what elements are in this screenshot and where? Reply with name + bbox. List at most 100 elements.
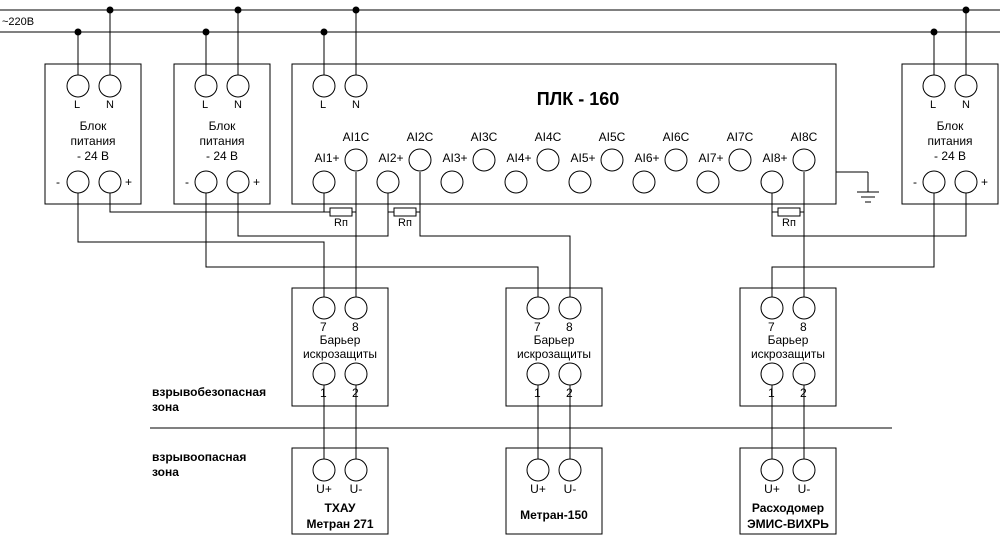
barrier-terminal-1[interactable] — [312, 362, 336, 386]
psu-label-minus: - — [56, 175, 60, 189]
plc-terminal-ai5c[interactable] — [600, 148, 624, 172]
power-supply-1: L N Блок питания - 24 В - + — [44, 63, 142, 205]
psu-title-line2: питания — [70, 134, 115, 148]
power-supply-3: L N Блок питания - 24 В - + — [901, 63, 999, 205]
barrier-title-line2: искрозащиты — [751, 347, 825, 361]
barrier-terminal-2[interactable] — [344, 362, 368, 386]
psu-title-line1: Блок — [80, 119, 108, 133]
plc-terminal-ai7c[interactable] — [728, 148, 752, 172]
plc-label-ai5c: AI5C — [599, 130, 626, 144]
psu-label-minus: - — [913, 175, 917, 189]
plc-terminal-ai1plus[interactable] — [312, 170, 336, 194]
plc-terminal-ai3plus[interactable] — [440, 170, 464, 194]
barrier-title-line1: Барьер — [534, 333, 575, 347]
barrier-terminal-7[interactable] — [312, 296, 336, 320]
barrier-terminal-2[interactable] — [792, 362, 816, 386]
plc-terminal-ai2plus[interactable] — [376, 170, 400, 194]
safe-zone-label-line1: взрывобезопасная — [152, 385, 266, 399]
barrier-terminal-1[interactable] — [526, 362, 550, 386]
device-name-line2: ЭМИС-ВИХРЬ — [747, 517, 829, 531]
barrier-title-line1: Барьер — [320, 333, 361, 347]
plc-terminal-n[interactable] — [344, 74, 368, 98]
psu-title-line2: питания — [927, 134, 972, 148]
plc-label-ai3plus: AI3+ — [442, 151, 467, 165]
ground-symbol — [836, 171, 879, 203]
psu-terminal-n[interactable] — [954, 74, 978, 98]
signal-wiring — [77, 172, 967, 297]
barrier-label-2: 2 — [566, 386, 573, 400]
resistor-3: Rп — [777, 207, 801, 229]
plc-terminal-ai6c[interactable] — [664, 148, 688, 172]
psu-terminal-l[interactable] — [66, 74, 90, 98]
plc-label-ai6plus: AI6+ — [634, 151, 659, 165]
device-terminal-u-plus[interactable] — [760, 458, 784, 482]
device-terminal-u-minus[interactable] — [558, 458, 582, 482]
plc-terminal-ai5plus[interactable] — [568, 170, 592, 194]
psu-label-n: N — [106, 99, 114, 111]
field-device-2: U+U-Метран-150 — [505, 447, 603, 535]
barrier-terminal-8[interactable] — [558, 296, 582, 320]
plc-terminal-ai8c[interactable] — [792, 148, 816, 172]
device-terminal-u-minus[interactable] — [792, 458, 816, 482]
barrier-title-line2: искрозащиты — [517, 347, 591, 361]
device-label-u-minus: U- — [798, 482, 811, 496]
device-terminal-u-minus[interactable] — [344, 458, 368, 482]
plc-terminal-ai4c[interactable] — [536, 148, 560, 172]
psu-terminal-n[interactable] — [98, 74, 122, 98]
plc-label-ai5plus: AI5+ — [570, 151, 595, 165]
barrier-terminal-7[interactable] — [760, 296, 784, 320]
psu-terminal-plus[interactable] — [98, 170, 122, 194]
psu-label-plus: + — [125, 175, 132, 189]
plc-terminal-ai3c[interactable] — [472, 148, 496, 172]
plc-label-n: N — [352, 99, 360, 111]
barrier-label-2: 2 — [800, 386, 807, 400]
psu-terminal-minus[interactable] — [66, 170, 90, 194]
plc-terminal-ai6plus[interactable] — [632, 170, 656, 194]
plc-label-ai1c: AI1C — [343, 130, 370, 144]
psu-terminal-l[interactable] — [922, 74, 946, 98]
hazard-zone-label-line1: взрывоопасная — [152, 450, 246, 464]
plc-label-ai4c: AI4C — [535, 130, 562, 144]
device-terminal-u-plus[interactable] — [526, 458, 550, 482]
plc-unit: L N ПЛК - 160 AI1CAI1+AI2CAI2+AI3CAI3+AI… — [291, 63, 837, 205]
device-terminal-u-plus[interactable] — [312, 458, 336, 482]
plc-label-ai8c: AI8C — [791, 130, 818, 144]
barrier-terminal-2[interactable] — [558, 362, 582, 386]
resistor-label: Rп — [334, 217, 348, 229]
device-name-line2: Метран 271 — [307, 517, 374, 531]
psu-label-plus: + — [981, 175, 988, 189]
psu-label-minus: - — [185, 175, 189, 189]
device-label-u-minus: U- — [350, 482, 363, 496]
barrier-label-8: 8 — [800, 320, 807, 334]
barrier-terminal-7[interactable] — [526, 296, 550, 320]
plc-terminal-ai8plus[interactable] — [760, 170, 784, 194]
psu-terminal-plus[interactable] — [954, 170, 978, 194]
psu-title-line1: Блок — [209, 119, 237, 133]
barrier-terminal-8[interactable] — [792, 296, 816, 320]
plc-terminal-l[interactable] — [312, 74, 336, 98]
psu-terminal-l[interactable] — [194, 74, 218, 98]
psu-terminal-minus[interactable] — [194, 170, 218, 194]
barrier-label-8: 8 — [352, 320, 359, 334]
barrier-title-line1: Барьер — [768, 333, 809, 347]
psu-terminal-plus[interactable] — [226, 170, 250, 194]
plc-terminal-ai2c[interactable] — [408, 148, 432, 172]
barrier-terminal-8[interactable] — [344, 296, 368, 320]
plc-terminal-ai7plus[interactable] — [696, 170, 720, 194]
hazard-zone-label-line2: зона — [152, 465, 179, 479]
plc-terminal-ai4plus[interactable] — [504, 170, 528, 194]
psu-title-line1: Блок — [937, 119, 965, 133]
plc-label-ai2c: AI2C — [407, 130, 434, 144]
psu-title-line3: - 24 В — [934, 149, 966, 163]
plc-terminal-ai1c[interactable] — [344, 148, 368, 172]
psu-terminal-n[interactable] — [226, 74, 250, 98]
barrier-label-7: 7 — [534, 320, 541, 334]
psu-terminal-minus[interactable] — [922, 170, 946, 194]
psu-label-l: L — [202, 99, 208, 111]
plc-label-l: L — [320, 99, 326, 111]
barrier-terminal-1[interactable] — [760, 362, 784, 386]
